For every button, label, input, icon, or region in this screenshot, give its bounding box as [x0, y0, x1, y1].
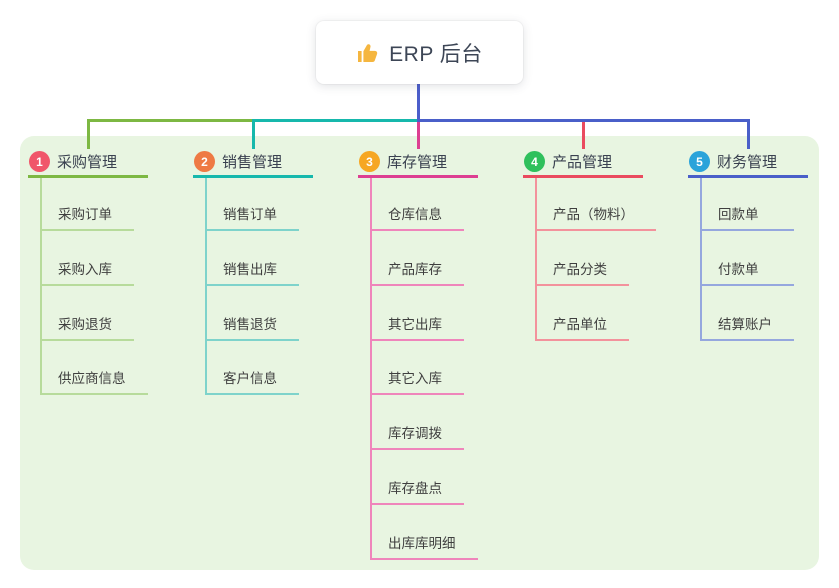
branch-number-badge: 3 — [359, 151, 380, 172]
child-node[interactable]: 产品单位 — [535, 313, 629, 341]
branch-number-badge: 5 — [689, 151, 710, 172]
child-node[interactable]: 仓库信息 — [370, 203, 464, 231]
child-node[interactable]: 其它入库 — [370, 367, 464, 395]
child-node[interactable]: 供应商信息 — [40, 367, 148, 395]
branch-header-财务管理[interactable]: 5 财务管理 — [688, 148, 808, 178]
child-node[interactable]: 采购退货 — [40, 313, 134, 341]
child-node[interactable]: 产品分类 — [535, 258, 629, 286]
child-node[interactable]: 库存盘点 — [370, 477, 464, 505]
child-node[interactable]: 库存调拨 — [370, 422, 464, 450]
child-connector-line — [205, 178, 207, 395]
child-node[interactable]: 产品（物料） — [535, 203, 656, 231]
child-connector-line — [40, 178, 42, 395]
branch-number-badge: 1 — [29, 151, 50, 172]
root-title: ERP 后台 — [389, 42, 483, 66]
child-node[interactable]: 结算账户 — [700, 313, 794, 341]
child-node[interactable]: 出库库明细 — [370, 532, 478, 560]
branch-label: 采购管理 — [57, 154, 118, 171]
branch-header-库存管理[interactable]: 3 库存管理 — [358, 148, 478, 178]
child-connector-line — [700, 178, 702, 341]
branch-header-销售管理[interactable]: 2 销售管理 — [193, 148, 313, 178]
child-node[interactable]: 其它出库 — [370, 313, 464, 341]
child-node[interactable]: 付款单 — [700, 258, 794, 286]
child-connector-line — [370, 178, 372, 560]
branch-label: 财务管理 — [717, 154, 778, 171]
thumbs-up-icon — [358, 43, 378, 62]
child-node[interactable]: 销售订单 — [205, 203, 299, 231]
branches-panel — [20, 136, 819, 570]
branch-header-采购管理[interactable]: 1 采购管理 — [28, 148, 148, 178]
branch-header-产品管理[interactable]: 4 产品管理 — [523, 148, 643, 178]
child-connector-line — [535, 178, 537, 341]
child-node[interactable]: 销售退货 — [205, 313, 299, 341]
child-node[interactable]: 回款单 — [700, 203, 794, 231]
child-node[interactable]: 采购订单 — [40, 203, 134, 231]
root-node-erp[interactable]: ERP 后台 — [316, 21, 523, 84]
branch-label: 销售管理 — [222, 154, 283, 171]
child-node[interactable]: 销售出库 — [205, 258, 299, 286]
child-node[interactable]: 采购入库 — [40, 258, 134, 286]
branch-label: 库存管理 — [387, 154, 448, 171]
branch-label: 产品管理 — [552, 154, 613, 171]
branch-number-badge: 4 — [524, 151, 545, 172]
child-node[interactable]: 产品库存 — [370, 258, 464, 286]
branch-number-badge: 2 — [194, 151, 215, 172]
child-node[interactable]: 客户信息 — [205, 367, 299, 395]
